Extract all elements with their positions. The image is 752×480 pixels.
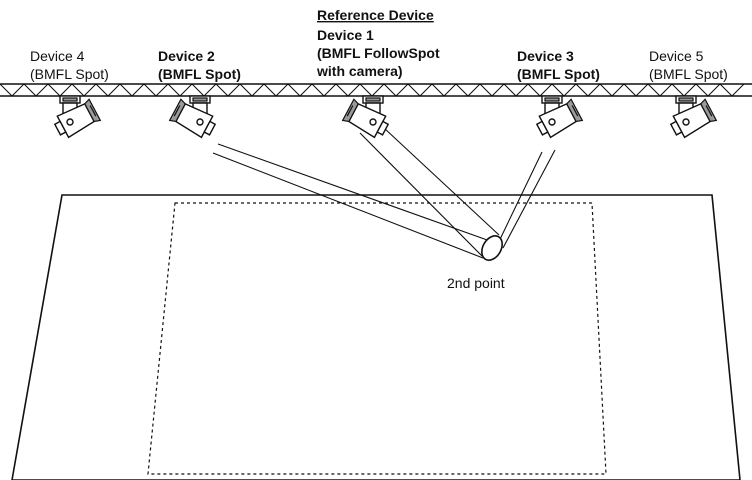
device-5-model: (BMFL Spot) (649, 66, 728, 82)
beam-device-1-left (359, 132, 483, 257)
stage-outline (11, 194, 741, 480)
fixtures (51, 95, 718, 141)
device-3-model: (BMFL Spot) (517, 66, 600, 82)
device-1-label: Device 1 (BMFL FollowSpot with camera) (316, 27, 440, 79)
beam-device-1-right (383, 127, 500, 236)
device-3-label: Device 3 (BMFL Spot) (517, 48, 600, 82)
device-labels: Reference Device Device 4 (BMFL Spot) De… (30, 7, 728, 82)
device-2-model: (BMFL Spot) (158, 66, 241, 82)
device-1-name: Device 1 (317, 27, 374, 43)
device-1-model: (BMFL FollowSpot (317, 45, 440, 61)
device-2-name: Device 2 (158, 48, 215, 64)
device-5-moving-head-icon (667, 95, 718, 141)
device-1-followspot-icon (341, 95, 392, 141)
device-2-label: Device 2 (BMFL Spot) (158, 48, 241, 82)
target-point-label: 2nd point (447, 275, 505, 291)
device-5-label: Device 5 (BMFL Spot) (649, 48, 728, 82)
reference-device-heading: Reference Device (317, 7, 434, 23)
device-5-name: Device 5 (649, 48, 704, 64)
device-4-moving-head-icon (51, 95, 102, 141)
device-2-moving-head-icon (168, 95, 219, 141)
beam-device-2-lower (212, 152, 484, 259)
beam-device-2-upper (217, 143, 491, 242)
performance-area-boundary (147, 202, 607, 475)
lighting-truss (0, 83, 752, 97)
target-spot (481, 235, 503, 261)
device-4-name: Device 4 (30, 48, 85, 64)
device-1-note: with camera) (316, 63, 403, 79)
device-4-model: (BMFL Spot) (30, 66, 109, 82)
light-beams (212, 127, 556, 259)
device-4-label: Device 4 (BMFL Spot) (30, 48, 109, 82)
stage-floor (11, 194, 741, 480)
device-3-name: Device 3 (517, 48, 574, 64)
device-3-moving-head-icon (533, 95, 584, 141)
beam-device-3-right (502, 149, 556, 249)
